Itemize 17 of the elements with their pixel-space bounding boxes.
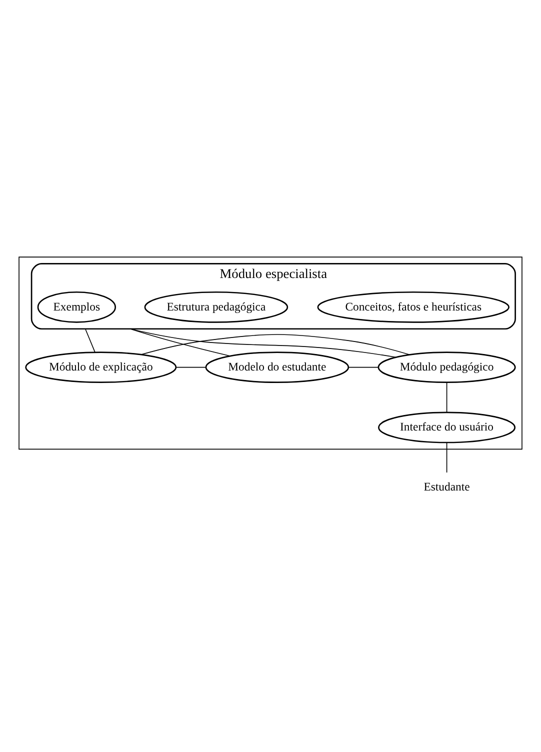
node-ellipse: Modelo do estudante [205,351,350,383]
node-ellipse: Estrutura pedagógica [144,290,288,322]
connector [130,328,396,358]
node-ellipse: Interface do usuário [378,411,516,443]
node-text: Estudante [424,480,470,494]
connector [130,328,230,356]
connector [446,382,448,412]
node-ellipse: Módulo de explicação [25,351,177,383]
connector [84,328,96,352]
node-ellipse: Módulo pedagógico [378,351,516,383]
connector [176,366,206,368]
connector [446,442,448,472]
connector [140,334,410,355]
node-ellipse: Conceitos, fatos e heurísticas [317,290,510,322]
node-ellipse: Exemplos [37,290,116,322]
cluster [18,256,522,450]
connector [348,366,378,368]
